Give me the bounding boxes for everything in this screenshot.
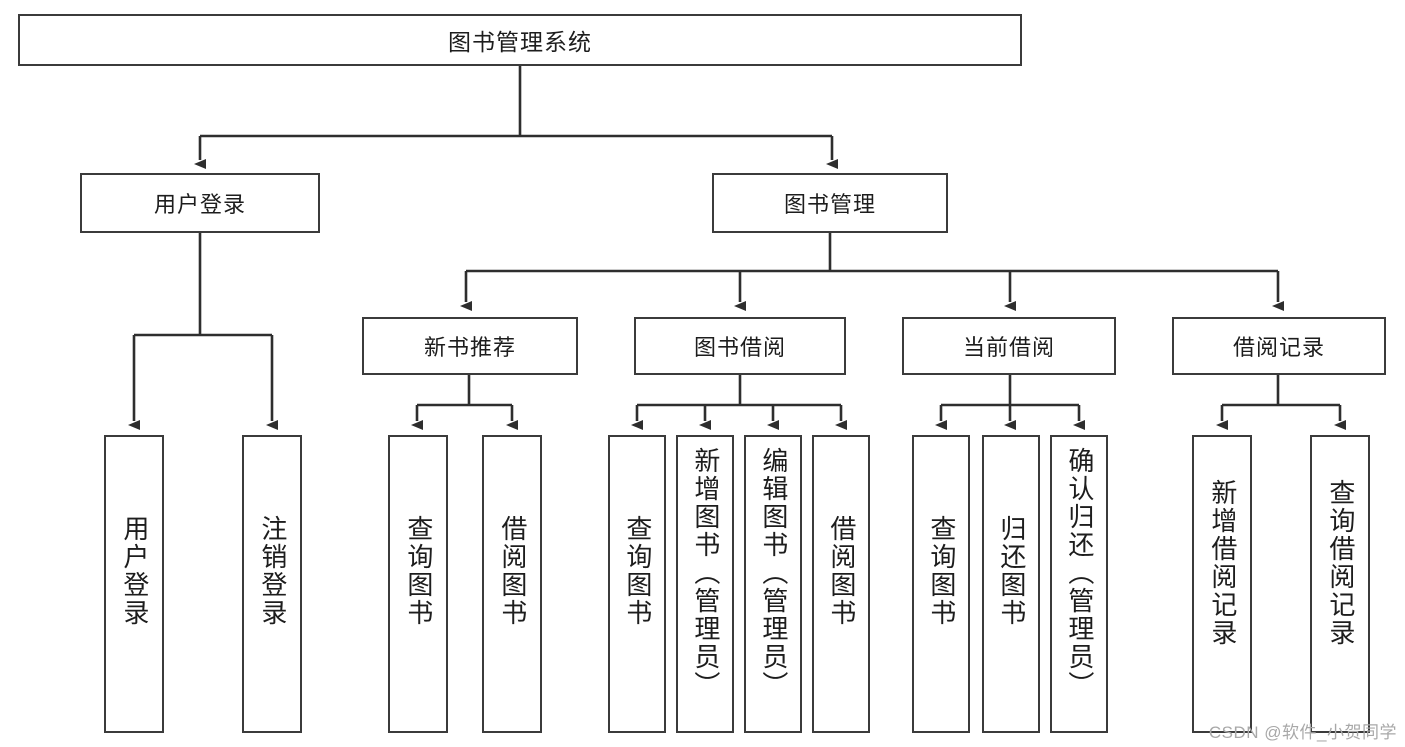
node-current-borrow[interactable]: 当前借阅 [902,317,1116,375]
leaf-query-book-newbook[interactable]: 查询图书 [388,435,448,733]
leaf-borrow-book[interactable]: 借阅图书 [812,435,870,733]
node-label: 新增图书（管理员） [690,447,721,699]
node-user-login[interactable]: 用户登录 [80,173,320,233]
node-label: 图书管理系统 [448,29,592,55]
node-label: 新书推荐 [423,335,516,360]
node-label: 新增借阅记录 [1207,479,1238,647]
node-root-system[interactable]: 图书管理系统 [18,14,1022,66]
leaf-add-borrow-record[interactable]: 新增借阅记录 [1192,435,1252,733]
node-label: 借阅记录 [1232,335,1325,360]
leaf-confirm-return-admin[interactable]: 确认归还（管理员） [1050,435,1108,733]
node-label: 用户登录 [153,192,246,217]
node-book-management[interactable]: 图书管理 [712,173,948,233]
node-new-book-recommend[interactable]: 新书推荐 [362,317,578,375]
node-label: 借阅图书 [497,515,528,627]
node-label: 查询图书 [403,515,434,627]
leaf-edit-book-admin[interactable]: 编辑图书（管理员） [744,435,802,733]
node-label: 注销登录 [257,515,288,627]
node-book-borrow[interactable]: 图书借阅 [634,317,846,375]
leaf-query-borrow-record[interactable]: 查询借阅记录 [1310,435,1370,733]
node-label: 借阅图书 [826,515,857,627]
leaf-user-login[interactable]: 用户登录 [104,435,164,733]
node-label: 用户登录 [119,515,150,627]
node-label: 图书管理 [783,192,876,217]
leaf-query-book-current[interactable]: 查询图书 [912,435,970,733]
leaf-add-book-admin[interactable]: 新增图书（管理员） [676,435,734,733]
leaf-borrow-book-newbook[interactable]: 借阅图书 [482,435,542,733]
node-label: 编辑图书（管理员） [758,447,789,699]
node-borrow-record[interactable]: 借阅记录 [1172,317,1386,375]
leaf-query-book-borrow[interactable]: 查询图书 [608,435,666,733]
node-label: 图书借阅 [693,335,786,360]
watermark-text: CSDN @软件_小贺同学 [1208,723,1397,742]
node-label: 归还图书 [996,515,1027,627]
node-label: 查询图书 [622,515,653,627]
leaf-logout[interactable]: 注销登录 [242,435,302,733]
node-label: 确认归还（管理员） [1064,447,1095,699]
node-label: 当前借阅 [962,335,1055,360]
node-label: 查询借阅记录 [1325,479,1356,647]
node-label: 查询图书 [926,515,957,627]
leaf-return-book[interactable]: 归还图书 [982,435,1040,733]
